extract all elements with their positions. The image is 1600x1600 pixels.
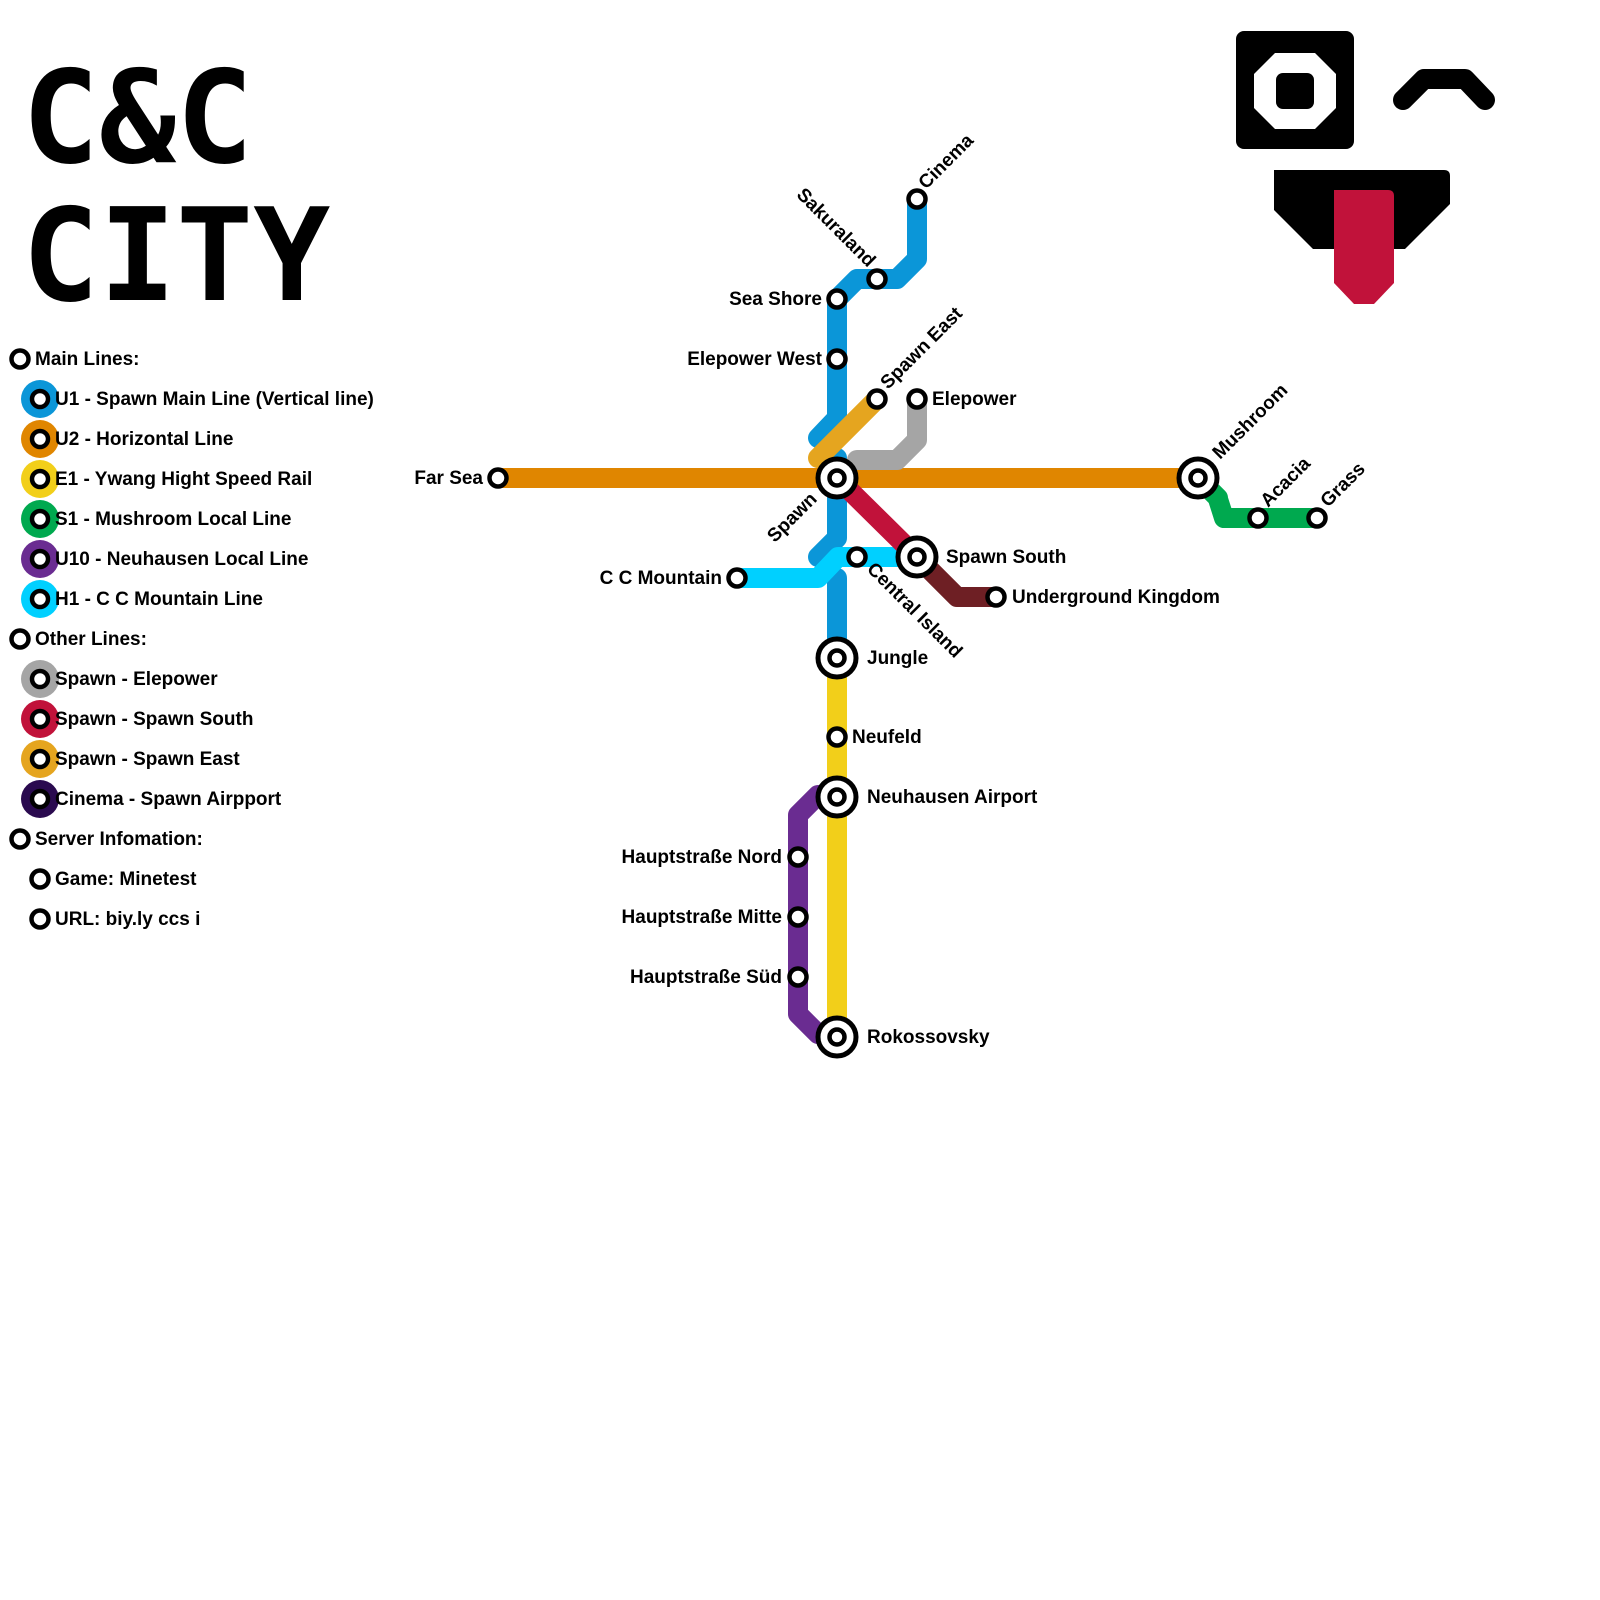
line-spawn-east	[808, 389, 887, 468]
title-line-1: C&C	[22, 44, 253, 193]
station-label: Spawn	[763, 489, 821, 547]
station-label: Elepower West	[687, 349, 822, 370]
station-label: Jungle	[867, 648, 928, 669]
station-sakuraland[interactable]: Sakuraland	[792, 184, 888, 290]
station-label: Spawn East	[877, 303, 968, 394]
svg-text:Cinema - Spawn Airpport: Cinema - Spawn Airpport	[55, 789, 282, 810]
station-hauptstrasse-mitte[interactable]: Hauptstraße Mitte	[622, 906, 809, 928]
svg-text:U1 - Spawn Main Line (Vertical: U1 - Spawn Main Line (Vertical line)	[55, 389, 374, 410]
svg-text:Spawn - Spawn East: Spawn - Spawn East	[55, 749, 240, 770]
station-rokossovsky[interactable]: Rokossovsky	[815, 1015, 990, 1059]
svg-text:H1 - C C Mountain Line: H1 - C C Mountain Line	[55, 589, 263, 610]
station-label: C C Mountain	[600, 568, 722, 589]
legend-item-spawn-spawn-east: Spawn - Spawn East	[21, 740, 240, 778]
station-label: Acacia	[1257, 453, 1315, 511]
legend-main-header: Main Lines:	[9, 348, 140, 370]
svg-text:Server Infomation:: Server Infomation:	[35, 829, 203, 850]
legend-item-cinema-spawn-airport: Cinema - Spawn Airpport	[21, 780, 282, 818]
station-label: Mushroom	[1209, 380, 1293, 464]
station-label: Cinema	[915, 130, 979, 194]
legend-server-url: URL: biy.ly ccs i	[29, 908, 200, 930]
svg-text:URL: biy.ly ccs i: URL: biy.ly ccs i	[55, 909, 200, 930]
legend-item-u2: U2 - Horizontal Line	[21, 420, 233, 458]
legend-item-e1: E1 - Ywang Hight Speed Rail	[21, 460, 312, 498]
station-neuhausen-airport[interactable]: Neuhausen Airport	[815, 775, 1038, 819]
station-c-c-mountain[interactable]: C C Mountain	[600, 567, 748, 589]
station-label: Neufeld	[852, 727, 922, 748]
station-label: Elepower	[932, 389, 1017, 410]
station-label: Hauptstraße Nord	[622, 847, 782, 868]
legend-item-spawn-elepower: Spawn - Elepower	[21, 660, 218, 698]
station-label: Rokossovsky	[867, 1027, 990, 1048]
svg-text:S1 - Mushroom Local Line: S1 - Mushroom Local Line	[55, 509, 291, 530]
station-label: Hauptstraße Mitte	[622, 907, 782, 928]
station-label: Spawn South	[946, 547, 1066, 568]
station-underground-kingdom[interactable]: Underground Kingdom	[985, 586, 1220, 608]
station-elepower-west[interactable]: Elepower West	[687, 348, 848, 370]
svg-text:E1 - Ywang Hight Speed Rail: E1 - Ywang Hight Speed Rail	[55, 469, 312, 490]
station-neufeld[interactable]: Neufeld	[826, 726, 922, 748]
station-elepower[interactable]: Elepower	[906, 388, 1018, 410]
legend-other-header: Other Lines:	[9, 628, 147, 650]
station-jungle[interactable]: Jungle	[815, 636, 928, 680]
station-hauptstrasse-nord[interactable]: Hauptstraße Nord	[622, 846, 809, 868]
legend: Main Lines: U1 - Spawn Main Line (Vertic…	[9, 348, 374, 930]
svg-text:Game: Minetest: Game: Minetest	[55, 869, 197, 890]
station-label: Far Sea	[414, 468, 483, 489]
legend-item-spawn-spawn-south: Spawn - Spawn South	[21, 700, 253, 738]
line-elepower	[847, 388, 927, 470]
legend-item-s1: S1 - Mushroom Local Line	[21, 500, 291, 538]
station-label: Neuhausen Airport	[867, 787, 1038, 808]
station-label: Sakuraland	[792, 184, 879, 271]
station-sea-shore[interactable]: Sea Shore	[729, 288, 848, 310]
station-grass[interactable]: Grass	[1306, 459, 1370, 529]
station-cinema[interactable]: Cinema	[906, 130, 979, 210]
line-h1	[727, 547, 927, 588]
svg-text:U2 - Horizontal Line: U2 - Horizontal Line	[55, 429, 233, 450]
station-far-sea[interactable]: Far Sea	[414, 467, 509, 489]
svg-text:Spawn - Spawn South: Spawn - Spawn South	[55, 709, 253, 730]
tongue-icon	[1334, 190, 1394, 304]
station-spawn-south[interactable]: Spawn South	[895, 535, 1066, 579]
legend-item-h1: H1 - C C Mountain Line	[21, 580, 263, 618]
station-hauptstrasse-sued[interactable]: Hauptstraße Süd	[630, 966, 809, 988]
title-line-2: CITY	[22, 182, 330, 331]
legend-item-u1: U1 - Spawn Main Line (Vertical line)	[21, 380, 374, 418]
svg-text:Other Lines:: Other Lines:	[35, 629, 147, 650]
legend-item-u10: U10 - Neuhausen Local Line	[21, 540, 308, 578]
legend-server-game: Game: Minetest	[29, 868, 197, 890]
svg-text:Main Lines:: Main Lines:	[35, 349, 140, 370]
station-label: Hauptstraße Süd	[630, 967, 782, 988]
legend-server-header: Server Infomation:	[9, 828, 203, 850]
face-logo-icon	[1236, 31, 1495, 304]
svg-text:U10 - Neuhausen Local Line: U10 - Neuhausen Local Line	[55, 549, 308, 570]
station-label: Grass	[1317, 459, 1370, 512]
station-label: Sea Shore	[729, 289, 822, 310]
svg-text:Spawn - Elepower: Spawn - Elepower	[55, 669, 218, 690]
station-label: Underground Kingdom	[1012, 587, 1220, 608]
